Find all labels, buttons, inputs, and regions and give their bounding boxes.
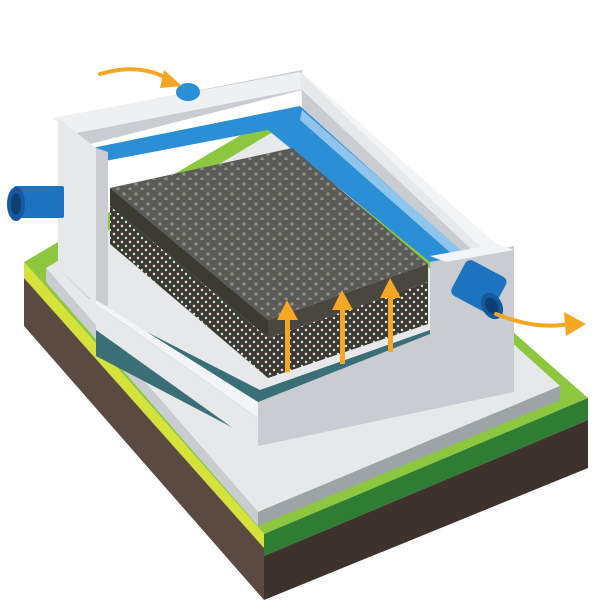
water-back-strip	[92, 106, 468, 262]
front-wall-left-face	[58, 118, 96, 304]
upflow-arrow-3-head	[380, 278, 401, 298]
upflow-arrow-2-head	[332, 290, 353, 310]
front-wall-right-top	[430, 244, 514, 262]
soil-side-left	[24, 278, 264, 600]
upflow-arrow-1-head	[277, 300, 298, 320]
ground-grass-side-right	[264, 398, 588, 556]
inlet-pipe-top	[176, 83, 200, 101]
back-wall-left-top	[52, 72, 318, 134]
front-wall-bottom-top	[96, 300, 258, 418]
back-wall-left	[58, 70, 302, 300]
curved-arrow-in-icon	[98, 67, 172, 82]
water-right-strip	[300, 110, 470, 270]
front-walls	[58, 118, 514, 446]
inlet-pipe-top-body	[176, 83, 200, 101]
inlet-pipe-left-opening	[11, 193, 21, 215]
inlet-arrow-head	[160, 70, 182, 88]
outlet-pipe	[451, 260, 507, 320]
back-wall-right-top	[300, 72, 512, 262]
gravel-layer-left-dots	[110, 206, 268, 378]
outlet-pipe-opening	[485, 297, 499, 315]
arrow-up-icon	[388, 294, 393, 352]
media-top-holes	[110, 148, 428, 320]
arrow-up-icon	[340, 306, 345, 364]
upflow-arrow-3	[380, 278, 401, 352]
upflow-arrow-1	[277, 300, 298, 372]
curved-arrow-out-icon	[494, 312, 570, 328]
inlet-pipe-left-body	[14, 186, 64, 218]
outlet-arrow-head	[564, 312, 586, 336]
ground-rim	[24, 262, 264, 548]
soil-side-right	[264, 420, 588, 600]
front-wall-left-edge	[96, 148, 108, 306]
arrow-up-icon	[285, 316, 290, 372]
upflow-arrow-2	[332, 290, 353, 364]
front-wall-bottom-face	[96, 304, 258, 446]
inlet-arrow	[98, 67, 182, 88]
media-side-left	[110, 188, 268, 338]
front-wall-right-face	[258, 246, 514, 446]
basin-floor-side-right	[258, 386, 560, 526]
upflow-arrows	[277, 278, 401, 372]
outlet-arrow	[494, 312, 586, 336]
inlet-pipe-left	[7, 186, 64, 221]
